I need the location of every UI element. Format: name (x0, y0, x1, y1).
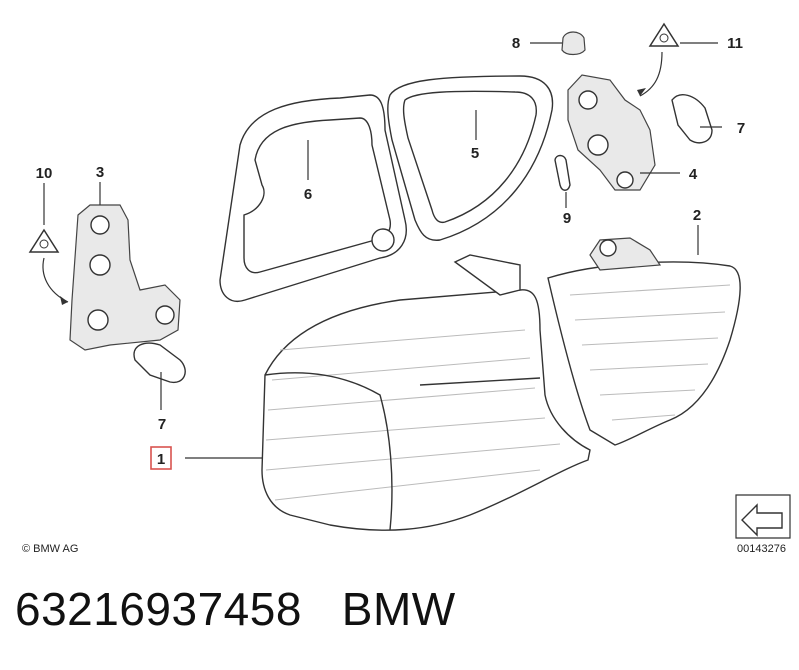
warning-arrow-right (639, 51, 663, 97)
rear-light-1 (261, 254, 591, 531)
callout-2: 2 (693, 207, 701, 224)
diagram-number: 00143276 (737, 543, 786, 555)
callout-5: 5 (471, 145, 479, 162)
brand-name: BMW (341, 583, 456, 635)
bulb-holder-4 (567, 74, 656, 191)
bulb-warning-triangle-icon (648, 22, 680, 47)
gasket-6 (219, 94, 407, 302)
caption: 63216937458 BMW (15, 582, 456, 636)
arrowhead-left (60, 296, 68, 305)
callout-3: 3 (96, 164, 104, 181)
callout-7-right: 7 (737, 120, 745, 137)
gasket-5 (387, 75, 554, 241)
copyright-text: © BMW AG (22, 543, 78, 555)
arrowhead-right (637, 88, 646, 96)
callout-4: 4 (689, 166, 698, 183)
callout-1: 1 (157, 451, 165, 468)
warning-arrow-left (42, 257, 69, 303)
bulb-holder-3 (69, 204, 181, 351)
grommet-8 (561, 31, 586, 56)
direction-arrow-icon (735, 494, 791, 539)
rear-light-2 (547, 237, 741, 446)
bulb-warning-triangle-icon (28, 228, 60, 253)
callout-6: 6 (304, 186, 312, 203)
callout-8: 8 (512, 35, 520, 52)
callout-7-left: 7 (158, 416, 166, 433)
callout-9: 9 (563, 210, 571, 227)
bulb-7-left (133, 342, 186, 384)
bulb-7-right (671, 94, 713, 144)
highlight-box-1 (150, 446, 172, 470)
callout-11: 11 (727, 35, 743, 52)
part-number: 63216937458 (15, 583, 302, 635)
bulb-9 (554, 154, 571, 191)
callout-10: 10 (36, 165, 53, 182)
